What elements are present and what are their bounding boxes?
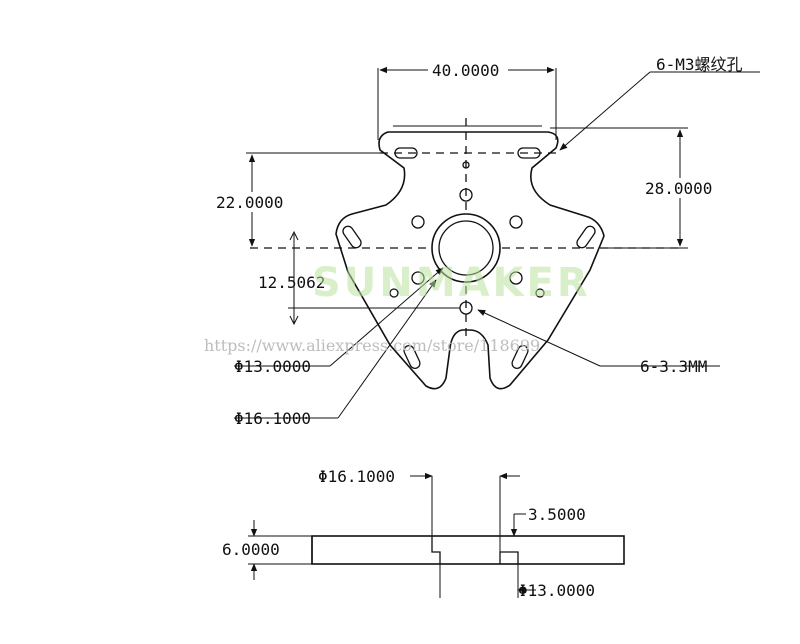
slots <box>342 147 596 369</box>
step-depth-label: 3.5000 <box>528 505 586 524</box>
slot <box>511 345 529 369</box>
thread-holes-label: 6-M3螺纹孔 <box>656 55 743 74</box>
hole <box>389 288 399 298</box>
outer-diameter-label: Φ16.1000 <box>234 409 311 428</box>
center-offset-arrow <box>289 230 299 241</box>
slot-holes-label: 6-3.3MM <box>640 357 707 376</box>
side-outer-diameter-label: Φ16.1000 <box>318 467 395 486</box>
hole <box>459 188 473 202</box>
hole <box>535 288 545 298</box>
height-label: 28.0000 <box>645 179 712 198</box>
center-bore-outer <box>431 213 501 283</box>
brand-watermark: SUNMAKER <box>312 260 591 306</box>
width-label: 40.0000 <box>432 61 499 80</box>
thickness-label: 6.0000 <box>222 540 280 559</box>
center-offset-arrow <box>289 315 299 326</box>
outer-diameter-leader <box>337 279 437 419</box>
hole <box>509 215 523 229</box>
hole <box>462 161 470 169</box>
center-bore-inner <box>438 220 494 276</box>
holes <box>389 161 545 315</box>
slot <box>394 147 418 159</box>
hole <box>509 271 523 285</box>
hole <box>411 215 425 229</box>
side-bore <box>499 551 519 564</box>
inner-diameter-leader <box>329 267 444 367</box>
side-plate <box>311 535 625 565</box>
side-view: Φ16.1000 3.5000 Φ13.0000 6.0000 <box>222 467 625 600</box>
url-watermark: https://www.aliexpress.com/store/118699 <box>204 336 540 355</box>
inner-diameter-label: Φ13.0000 <box>234 357 311 376</box>
top-view: 40.0000 28.0000 22.0000 12.5062 6-M3螺纹孔 … <box>214 55 760 428</box>
slot-leader <box>477 309 601 367</box>
hole <box>411 271 425 285</box>
slot <box>342 225 362 249</box>
center-offset-label: 12.5062 <box>258 273 325 292</box>
slot <box>403 345 421 369</box>
side-inner-diameter-label: Φ13.0000 <box>518 581 595 600</box>
side-step <box>431 536 441 564</box>
offset-label: 22.0000 <box>216 193 283 212</box>
thread-leader <box>559 71 651 151</box>
slot <box>576 225 596 249</box>
slot <box>517 147 541 159</box>
